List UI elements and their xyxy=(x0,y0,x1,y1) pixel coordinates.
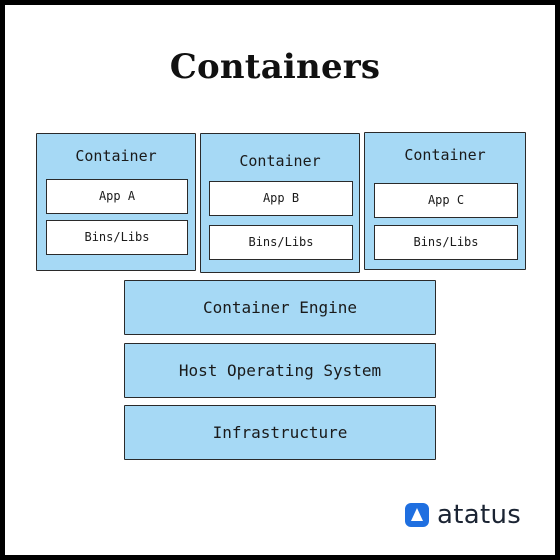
infrastructure-layer: Infrastructure xyxy=(124,405,436,460)
app-c-box: App C xyxy=(374,183,518,218)
container-box-c: Container App C Bins/Libs xyxy=(364,132,526,270)
diagram-title: Containers xyxy=(169,47,381,87)
bins-libs-box-b: Bins/Libs xyxy=(209,225,353,260)
container-label-a: Container xyxy=(75,147,157,165)
bins-libs-box-a: Bins/Libs xyxy=(46,220,188,255)
container-label-b: Container xyxy=(239,152,321,170)
host-os-label: Host Operating System xyxy=(178,361,382,380)
infrastructure-label: Infrastructure xyxy=(212,423,348,442)
brand-name: atatus xyxy=(437,500,522,530)
container-engine-layer: Container Engine xyxy=(124,280,436,335)
atatus-logo-icon xyxy=(405,503,429,527)
container-engine-label: Container Engine xyxy=(202,298,358,317)
diagram-canvas: Containers Container App A Bins/Libs Con… xyxy=(5,5,555,555)
container-box-a: Container App A Bins/Libs xyxy=(36,133,196,271)
app-b-box: App B xyxy=(209,181,353,216)
bins-libs-box-c: Bins/Libs xyxy=(374,225,518,260)
container-box-b: Container App B Bins/Libs xyxy=(200,133,360,273)
container-label-c: Container xyxy=(404,146,486,164)
app-a-box: App A xyxy=(46,179,188,214)
brand-logo: atatus xyxy=(405,500,521,530)
host-os-layer: Host Operating System xyxy=(124,343,436,398)
